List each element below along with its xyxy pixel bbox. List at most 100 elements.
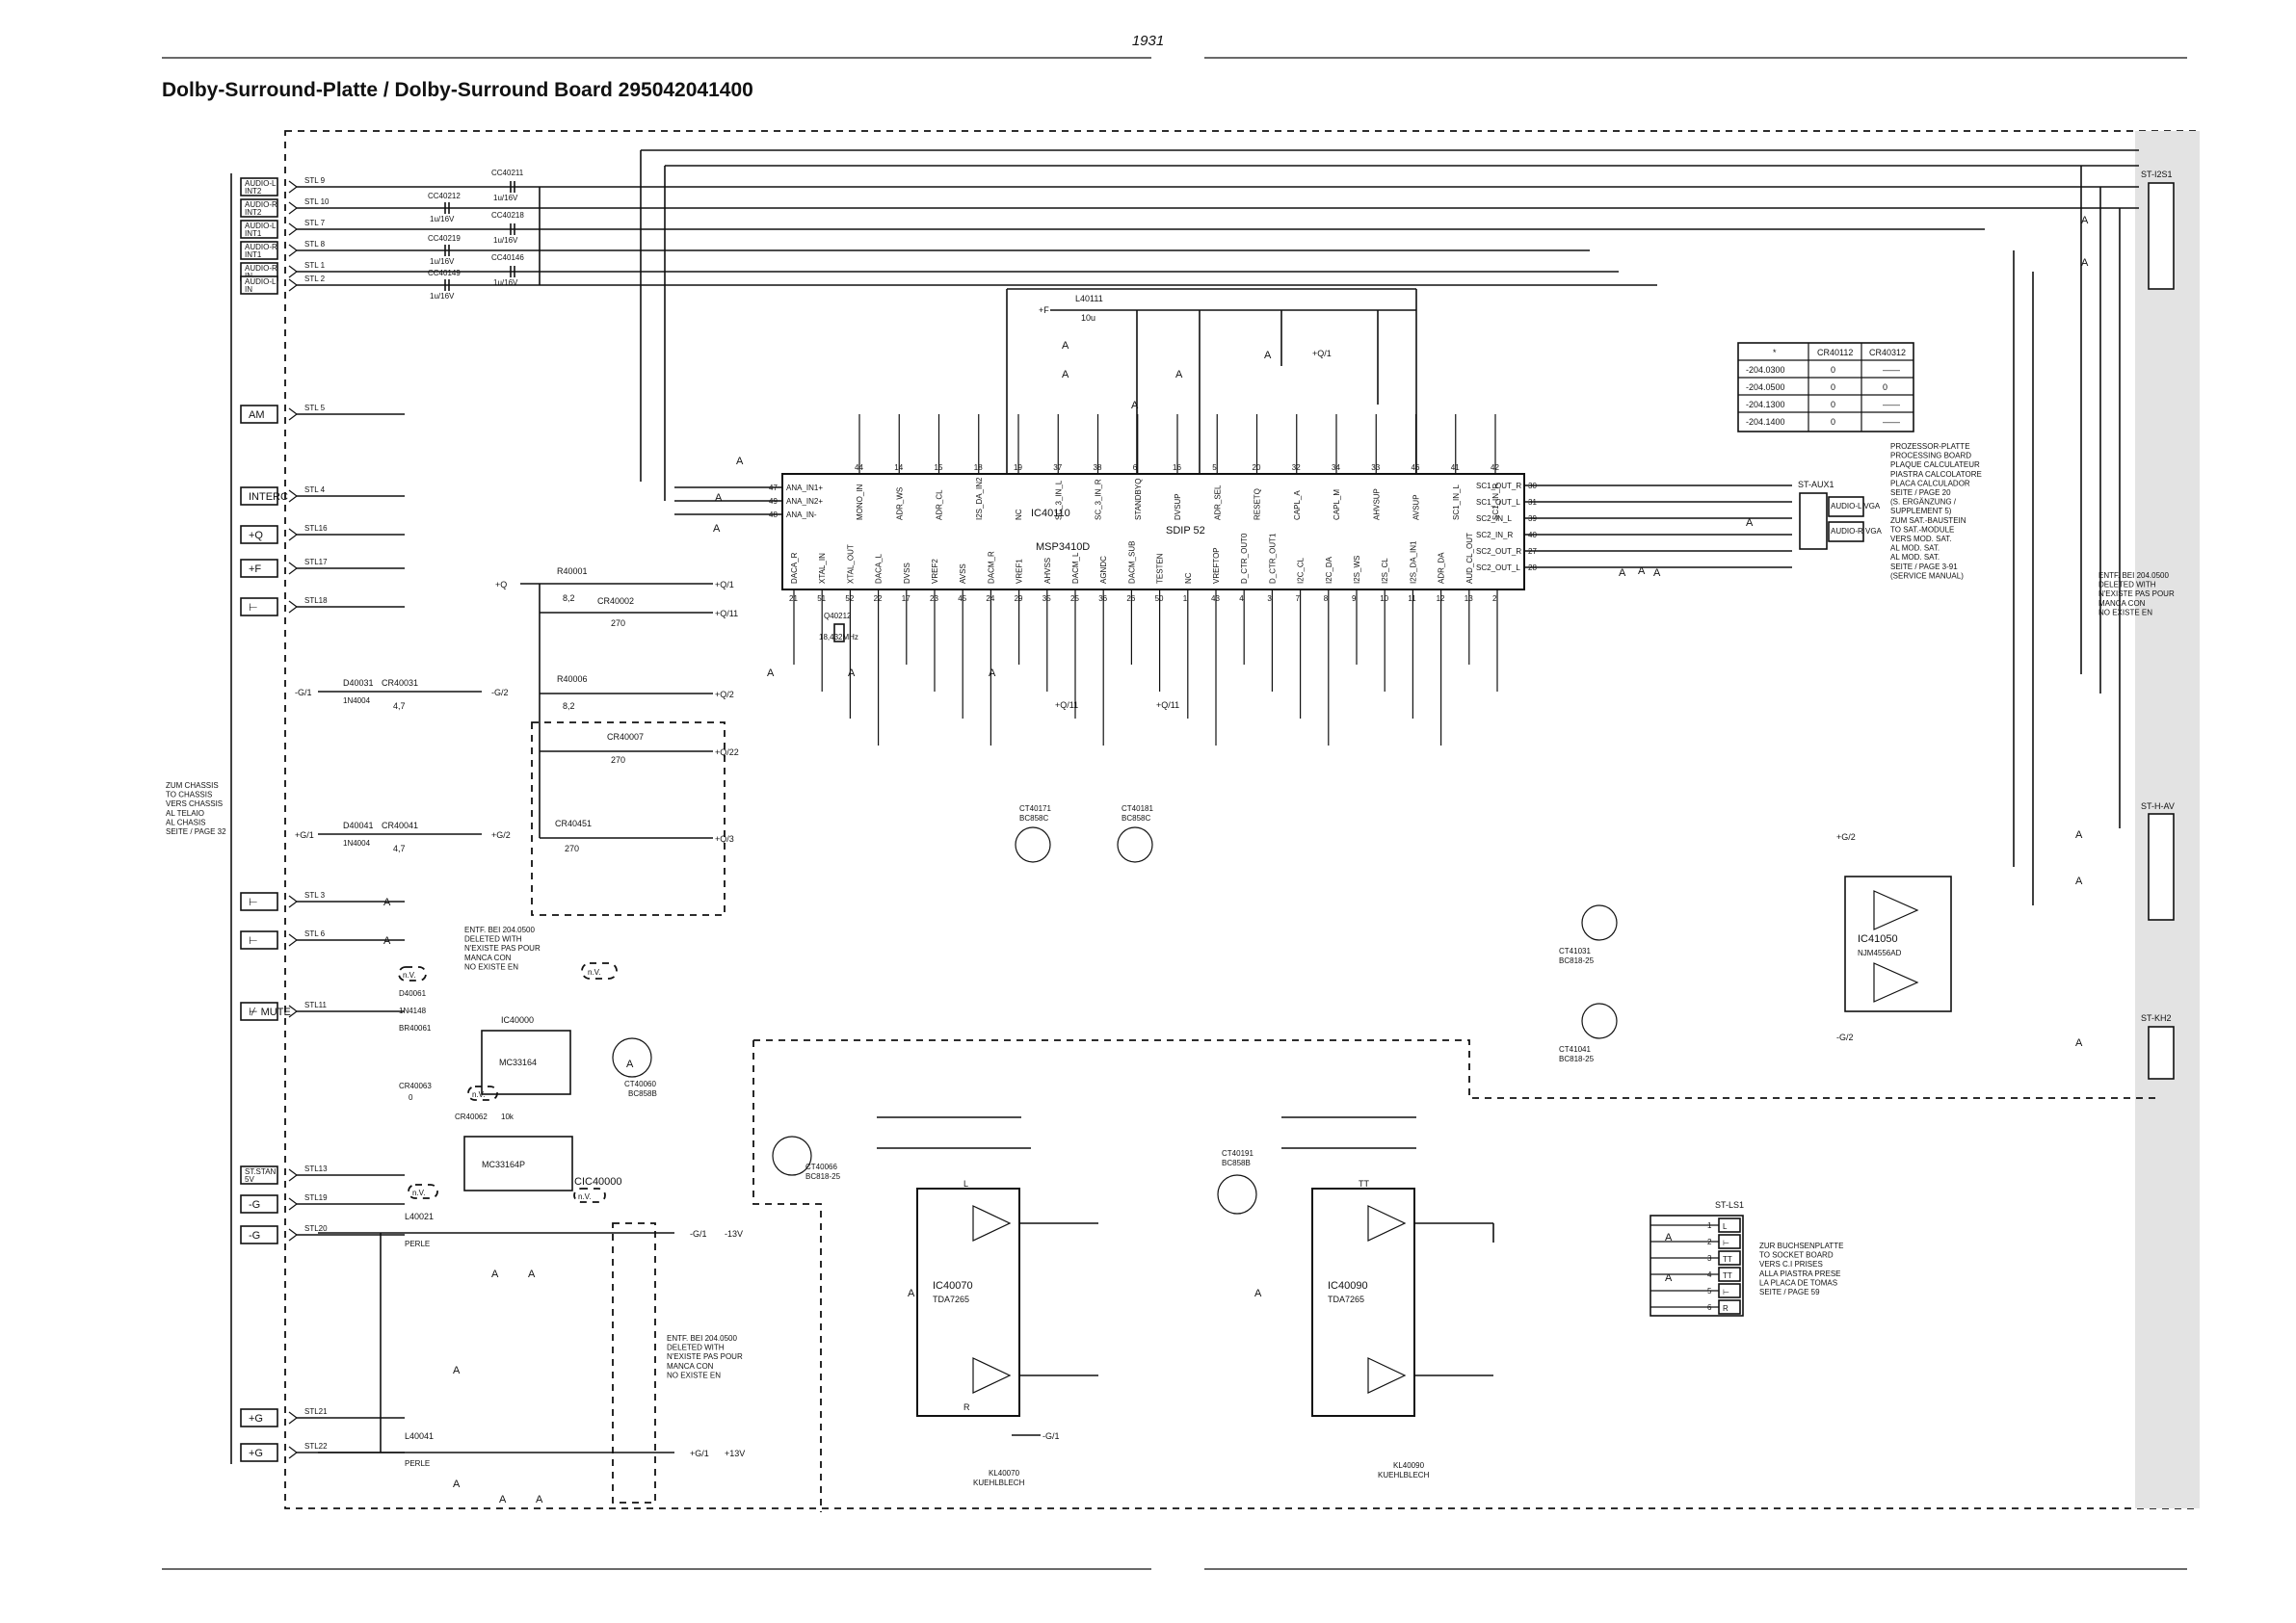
processing-note-line: PROZESSOR-PLATTE: [1890, 442, 1970, 451]
ic-pin-name: CAPL_A: [1293, 490, 1302, 520]
left-connector-pin: STL16: [304, 524, 328, 533]
rail-plus-q1: +Q/1: [715, 580, 734, 589]
left-connector-label: AUDIO-R: [245, 264, 277, 273]
left-connector-label: AUDIO-L: [245, 222, 277, 230]
variant-table-cell: 0: [1831, 365, 1835, 375]
left-connector-arrow: [288, 562, 298, 575]
st-kh2-name: ST-KH2: [2141, 1013, 2172, 1023]
left-connector-box: [240, 597, 278, 616]
input-cap-name: CC40149: [428, 269, 461, 277]
amp-region-left: [752, 1040, 822, 1512]
st-aux1-connector: [1799, 492, 1828, 550]
ground-marker-a: A: [2081, 215, 2089, 226]
ic40070-ch-r: R: [963, 1402, 970, 1412]
ground-marker-a: A: [1131, 400, 1139, 411]
ground-marker-a: A: [528, 1269, 536, 1280]
ic40090-part: TDA7265: [1328, 1295, 1364, 1304]
left-connector-label: 5V: [245, 1175, 254, 1184]
left-connector-arrow: [288, 278, 298, 292]
left-connector-box: [240, 486, 278, 506]
ic-pin-name: ANA_IN-: [786, 510, 817, 519]
rail-minus-g2-left: -G/2: [491, 688, 509, 697]
socket-note-line: SEITE / PAGE 59: [1759, 1288, 1820, 1296]
left-connector-label: AUDIO-R: [245, 243, 277, 251]
variant-table-cell: 0: [1831, 400, 1835, 409]
ic40110-bottom-pins: DACA_R21XTAL_IN51XTAL_OUT52DACA_L22DVSS1…: [789, 533, 1498, 746]
left-connector-arrow: [288, 201, 298, 215]
left-connector-pin: STL 10: [304, 197, 330, 206]
ground-marker-a: A: [1746, 517, 1754, 529]
left-connector-arrow: [288, 1411, 298, 1425]
ic-supply-network: [1006, 288, 1417, 474]
ic40110-body: [781, 473, 1525, 590]
nv-badges: [398, 962, 618, 1203]
chassis-note-line: AL CHASIS: [166, 818, 206, 826]
rail-plus-f-top: +F: [1039, 305, 1049, 315]
left-connector-pin: STL21: [304, 1407, 328, 1416]
left-connector-arrow: [288, 600, 298, 614]
ic-pin-name: DVSUP: [1174, 493, 1182, 520]
ic-pin-name: SC2_OUT_L: [1476, 563, 1520, 572]
input-cap-value: 1u/16V: [493, 236, 518, 245]
cr40031-name: CR40031: [382, 678, 418, 688]
ic41050-body: [1844, 876, 1952, 1012]
ic-pin-num: 4: [1239, 594, 1244, 603]
ct40191-name: CT40191: [1222, 1149, 1254, 1158]
deleted-note-right-line: MANCA CON: [2098, 599, 2146, 608]
left-connector-pin: STL22: [304, 1442, 328, 1451]
rail-plus-q1-top: +Q/1: [1312, 349, 1332, 358]
nv-badge-4: n.V.: [412, 1189, 426, 1197]
processing-note-line: AL MOD. SAT.: [1890, 544, 1940, 553]
left-connector-arrow: [288, 1197, 298, 1211]
left-connector-label: -G: [249, 1199, 260, 1211]
ct41041-name: CT41041: [1559, 1045, 1591, 1054]
st-hav-connector: [2148, 813, 2175, 921]
left-connector-arrow: [288, 180, 298, 194]
ct41041-part: BC818-25: [1559, 1055, 1595, 1063]
ic-pin-name: SC2_OUT_R: [1476, 547, 1521, 556]
deleted-note-bottom-line: ENTF. BEI 204.0500: [667, 1334, 737, 1343]
left-connector-label: INT2: [245, 208, 262, 217]
cr40002-name: CR40002: [597, 596, 634, 606]
ct40060-symbol: [612, 1037, 652, 1078]
ic40090-ch-tt: TT: [1359, 1179, 1369, 1189]
ic-pin-num: 6: [1133, 463, 1138, 472]
left-connector-pin: STL 5: [304, 404, 326, 412]
cr40041-name: CR40041: [382, 821, 418, 830]
left-connector-pin: STL 3: [304, 891, 326, 900]
ground-marker-a: A: [908, 1288, 915, 1299]
ct41031-symbol: [1581, 904, 1618, 941]
left-connector-box: [240, 1225, 278, 1244]
left-connector-arrow: [288, 933, 298, 947]
left-connector-label: INT1: [245, 229, 262, 238]
st-hav-name: ST-H-AV: [2141, 801, 2175, 811]
ic-pin-name: DACM_R: [987, 551, 995, 584]
ic-pin-name: SC2_IN_L: [1476, 514, 1512, 523]
chassis-note-line: SEITE / PAGE 32: [166, 827, 226, 836]
ic-pin-num: 1: [1183, 594, 1188, 603]
l40111-label: L40111: [1075, 294, 1103, 303]
st-aux1-pin-r: [1828, 521, 1864, 542]
ct40181-name: CT40181: [1122, 804, 1153, 813]
left-connector-box: [240, 198, 278, 218]
variant-table-cell: ——: [1883, 417, 1900, 427]
ground-marker-a: A: [536, 1494, 543, 1505]
deleted-note-bottom-line: N'EXISTE PAS POUR: [667, 1352, 743, 1361]
ic-pin-name: SC2_IN_R: [1476, 531, 1513, 539]
page-number: 1931: [1131, 33, 1165, 49]
left-connector-pin: STL 1: [304, 261, 326, 270]
processing-note-line: AL MOD. SAT.: [1890, 553, 1940, 562]
cic40000-part: MC33164P: [482, 1160, 525, 1169]
variant-table-cell: -204.1300: [1746, 400, 1785, 409]
input-cap-value: 1u/16V: [493, 278, 518, 287]
ct40171-name: CT40171: [1019, 804, 1051, 813]
left-connector-arrow: [288, 1168, 298, 1182]
deleted-note-bottom-line: DELETED WITH: [667, 1344, 725, 1352]
processing-note-line: SUPPLEMENT 5): [1890, 507, 1952, 515]
ground-marker-a: A: [491, 1269, 499, 1280]
ic41050-opamp-b: [1873, 962, 1919, 1003]
cic40000-name: CIC40000: [574, 1176, 622, 1188]
